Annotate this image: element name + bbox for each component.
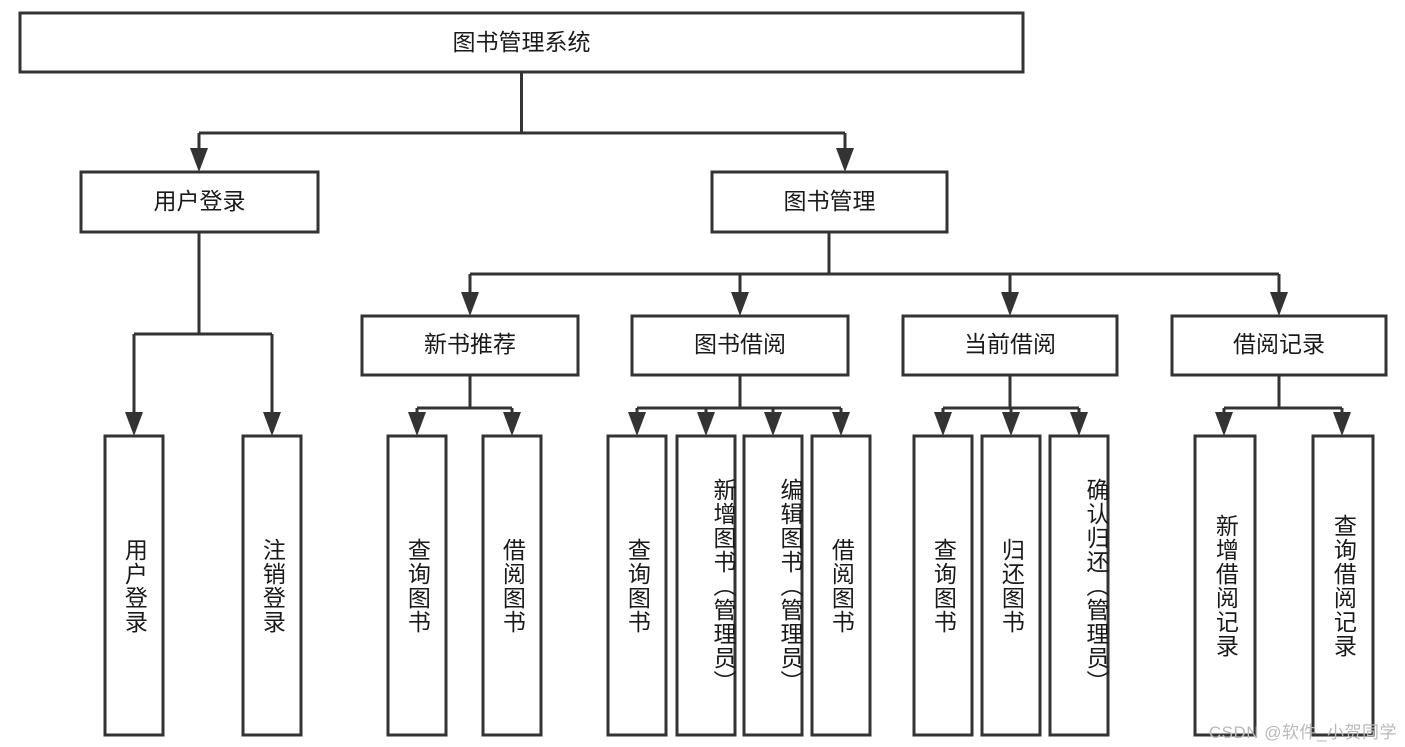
node-leaf-query-book-1[interactable] xyxy=(386,434,448,737)
edge-group xyxy=(125,72,1351,436)
arrow-to-borrow-record xyxy=(1270,292,1288,316)
node-group: 图书管理系统 用户登录 图书管理 新书推荐 图书借阅 当前借阅 借阅记录 xyxy=(18,11,1388,737)
arrow-leaf-return-book xyxy=(1002,412,1020,436)
node-leaf-logout[interactable] xyxy=(241,434,303,737)
arrow-to-new-book-recommend xyxy=(461,292,479,316)
node-leaf-query-book-2[interactable] xyxy=(606,434,668,737)
node-current-borrow-label: 当前借阅 xyxy=(964,331,1056,357)
node-leaf-confirm-return[interactable] xyxy=(1048,434,1110,737)
node-book-borrow-label: 图书借阅 xyxy=(694,331,786,357)
node-borrow-record[interactable] xyxy=(1170,314,1388,377)
node-leaf-add-book[interactable] xyxy=(675,434,737,737)
arrow-leaf-add-book xyxy=(697,412,715,436)
arrow-leaf-query-book-1 xyxy=(408,412,426,436)
node-leaf-borrow-book-1[interactable] xyxy=(481,434,543,737)
node-user-login[interactable] xyxy=(79,170,320,234)
arrow-leaf-add-record xyxy=(1215,412,1233,436)
node-leaf-query-record[interactable] xyxy=(1311,434,1375,737)
node-new-book-recommend[interactable] xyxy=(360,314,580,377)
node-leaf-query-book-3[interactable] xyxy=(912,434,974,737)
arrow-to-book-manage xyxy=(836,148,854,172)
node-current-borrow[interactable] xyxy=(901,314,1119,377)
arrow-leaf-borrow-book-1 xyxy=(503,412,521,436)
node-leaf-user-login[interactable] xyxy=(103,434,165,737)
node-book-manage[interactable] xyxy=(710,170,949,234)
arrow-to-user-login xyxy=(190,148,208,172)
node-root[interactable] xyxy=(18,11,1025,74)
arrow-to-book-borrow xyxy=(731,292,749,316)
node-leaf-return-book[interactable] xyxy=(980,434,1042,737)
arrow-leaf-query-book-3 xyxy=(934,412,952,436)
arrow-leaf-query-record xyxy=(1333,412,1351,436)
arrow-leaf-user-login xyxy=(125,412,143,436)
arrow-leaf-confirm-return xyxy=(1070,412,1088,436)
node-book-borrow[interactable] xyxy=(630,314,850,377)
node-borrow-record-label: 借阅记录 xyxy=(1233,331,1325,357)
arrow-leaf-logout xyxy=(263,412,281,436)
node-new-book-recommend-label: 新书推荐 xyxy=(424,331,516,357)
node-root-label: 图书管理系统 xyxy=(453,29,591,55)
arrow-leaf-query-book-2 xyxy=(628,412,646,436)
node-leaf-borrow-book-2[interactable] xyxy=(810,434,872,737)
arrow-leaf-edit-book xyxy=(764,412,782,436)
node-leaf-edit-book[interactable] xyxy=(742,434,804,737)
node-user-login-label: 用户登录 xyxy=(154,188,246,214)
csdn-watermark: CSDN @软件_小贺同学 xyxy=(1208,723,1397,742)
node-leaf-add-record[interactable] xyxy=(1193,434,1257,737)
arrow-to-current-borrow xyxy=(1001,292,1019,316)
arrow-leaf-borrow-book-2 xyxy=(832,412,850,436)
node-book-manage-label: 图书管理 xyxy=(784,188,876,214)
